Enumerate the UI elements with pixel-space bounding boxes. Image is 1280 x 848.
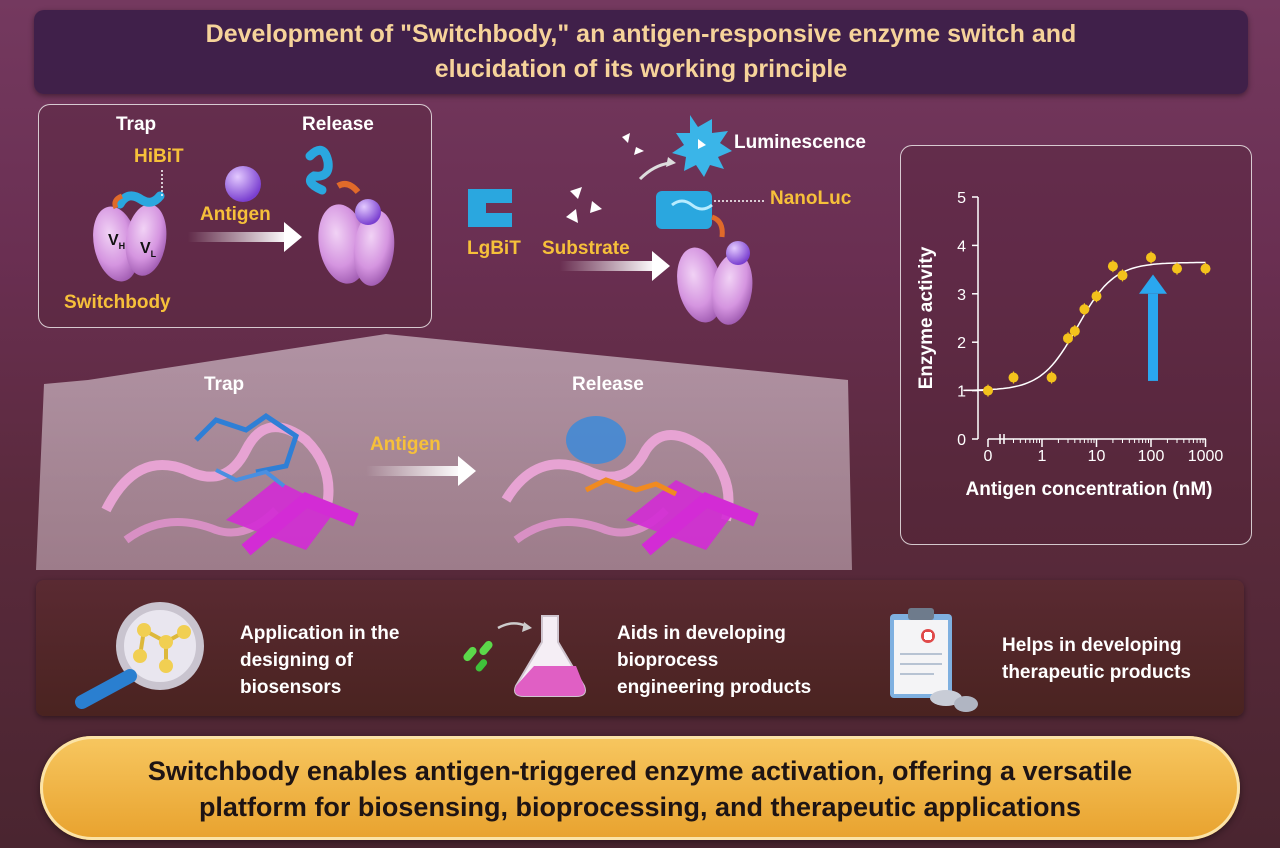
fit-curve — [963, 261, 1206, 392]
data-point — [1079, 304, 1090, 315]
title-line-2: elucidation of its working principle — [434, 55, 848, 83]
luminescence-label: Luminescence — [734, 132, 866, 153]
antigen-label: Antigen — [200, 204, 271, 225]
data-point — [1107, 261, 1118, 272]
y-tick-label: 3 — [957, 287, 966, 304]
data-point — [1200, 263, 1211, 274]
data-point — [1146, 252, 1156, 263]
trap-label: Trap — [116, 114, 157, 135]
x-tick-label: 0 — [984, 448, 993, 465]
released-switchbody-icon — [305, 145, 395, 286]
structure-release-label: Release — [572, 374, 644, 395]
vl-label: VL — [140, 240, 157, 260]
x-tick-label: 100 — [1138, 448, 1165, 465]
structure-antigen-label: Antigen — [370, 434, 441, 455]
vh-label: VH — [108, 232, 126, 252]
y-tick-label: 5 — [957, 190, 966, 207]
substrate-label: Substrate — [542, 238, 630, 259]
data-point — [1008, 372, 1019, 383]
lgbit-icon — [468, 189, 512, 227]
switchbody-illustration — [93, 145, 395, 286]
enzyme-activity-chart-panel — [900, 145, 1252, 545]
x-axis-label: Antigen concentration (nM) — [966, 479, 1213, 500]
clipboard-pills-icon — [890, 608, 978, 712]
crystal-structure-panel — [36, 334, 852, 570]
flask-bacteria-icon — [463, 615, 586, 697]
release-label: Release — [302, 114, 374, 135]
data-point — [983, 385, 993, 396]
title-banner: Development of "Switchbody," an antigen-… — [34, 10, 1248, 94]
conclusion-line-2: platform for biosensing, bioprocessing, … — [198, 792, 1082, 822]
trap-structure-image — [101, 412, 359, 556]
substrate-to-nanoluc-arrow — [560, 251, 670, 281]
data-point — [1172, 263, 1183, 274]
nanoluc-label: NanoLuc — [770, 188, 852, 209]
conclusion-line-1: Switchbody enables antigen-triggered enz… — [147, 756, 1133, 786]
nanoluc-assay-illustration — [468, 115, 766, 325]
trap-to-release-arrow — [188, 222, 302, 252]
data-point — [1069, 326, 1080, 337]
title-line-1: Development of "Switchbody," an antigen-… — [205, 20, 1077, 48]
y-tick-label: 4 — [957, 238, 966, 255]
x-tick-label: 10 — [1088, 448, 1106, 465]
x-tick-label: 1 — [1038, 448, 1047, 465]
data-point — [1046, 372, 1057, 383]
y-tick-label: 2 — [957, 335, 966, 352]
trapped-switchbody-icon — [93, 170, 167, 282]
y-tick-label: 0 — [957, 432, 966, 449]
hibit-label: HiBiT — [134, 146, 184, 167]
switchbody-label: Switchbody — [64, 292, 171, 313]
conclusion-banner: Switchbody enables antigen-triggered enz… — [40, 736, 1240, 840]
applications-panel — [36, 580, 1244, 716]
y-axis-label: Enzyme activity — [916, 246, 937, 389]
antigen-icon — [225, 166, 261, 202]
release-structure-image — [501, 416, 759, 556]
nanoluc-complex-icon — [656, 191, 766, 325]
activation-arrow-head — [1139, 274, 1167, 294]
structure-antigen-arrow — [366, 456, 476, 486]
activation-arrow-shaft — [1148, 293, 1158, 381]
magnifier-molecule-icon — [75, 602, 204, 709]
lgbit-label: LgBiT — [467, 238, 521, 259]
structure-trap-label: Trap — [204, 374, 245, 395]
x-tick-label: 1000 — [1188, 448, 1224, 465]
data-point — [1091, 291, 1102, 302]
y-tick-label: 1 — [957, 384, 966, 401]
data-point — [1117, 270, 1128, 281]
substrate-icon — [566, 187, 602, 223]
data-point — [1063, 333, 1074, 344]
